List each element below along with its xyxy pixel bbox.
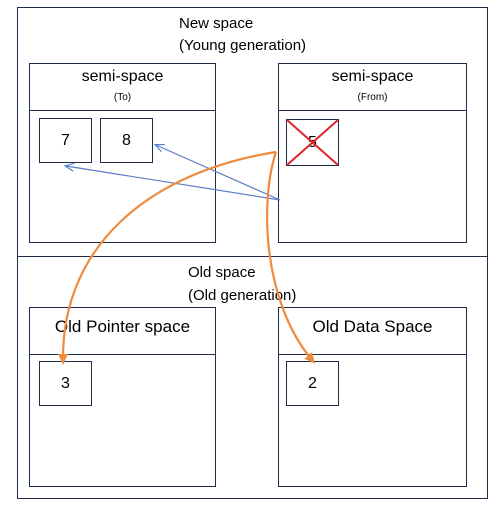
old-pointer-header-line xyxy=(29,354,216,355)
copy-arrow-to-7 xyxy=(66,166,281,201)
semi-space-from: semi-space (From) xyxy=(278,63,467,243)
semi-space-to-header-line xyxy=(29,110,216,111)
object-8: 8 xyxy=(100,118,153,163)
semi-space-to-subtitle: (To) xyxy=(113,92,132,103)
promote-arrow-to-old-pointer xyxy=(57,150,277,365)
generation-divider xyxy=(17,256,488,257)
old-data-header-line xyxy=(278,354,467,355)
semi-space-from-header-line xyxy=(278,110,467,111)
promote-arrow-to-old-data xyxy=(266,151,316,364)
new-space-title: New space xyxy=(179,15,254,32)
dead-object-cross-line-2 xyxy=(286,119,339,166)
new-space-subtitle: (Young generation) xyxy=(179,37,307,54)
object-3: 3 xyxy=(39,361,92,406)
old-pointer-space-title: Old Pointer space xyxy=(54,317,191,336)
old-space-title: Old space xyxy=(188,264,256,281)
semi-space-from-title: semi-space xyxy=(331,68,414,85)
copy-arrow-to-8 xyxy=(156,145,281,201)
old-space-subtitle: (Old generation) xyxy=(188,287,297,304)
semi-space-from-subtitle: (From) xyxy=(357,92,388,103)
old-data-space: Old Data Space xyxy=(278,307,467,487)
semi-space-to-title: semi-space xyxy=(81,68,164,85)
object-7: 7 xyxy=(39,118,92,163)
old-data-space-title: Old Data Space xyxy=(312,317,433,336)
object-2: 2 xyxy=(286,361,339,406)
